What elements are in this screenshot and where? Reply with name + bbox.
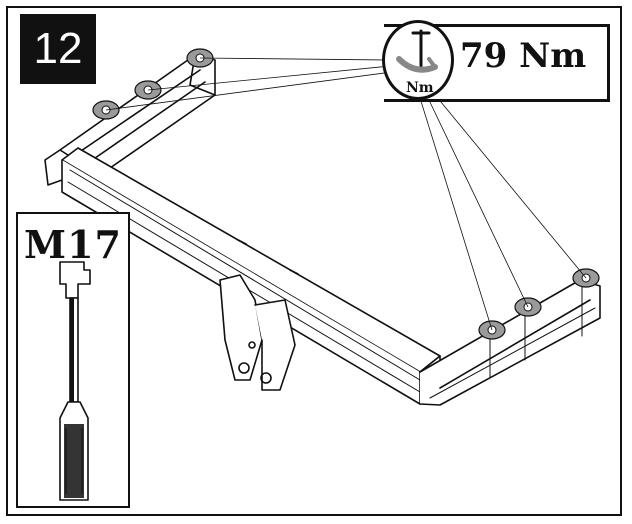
- torque-value: 79 Nm: [460, 36, 587, 76]
- socket-wrench-icon: [59, 261, 91, 501]
- tool-size-label: M17: [24, 222, 122, 267]
- torque-wrench-glyph: [396, 29, 438, 73]
- step-number-badge: 12: [20, 14, 96, 84]
- tool-panel: [16, 212, 130, 508]
- torque-unit-label: Nm: [406, 80, 434, 96]
- torque-wrench-icon: [382, 20, 454, 100]
